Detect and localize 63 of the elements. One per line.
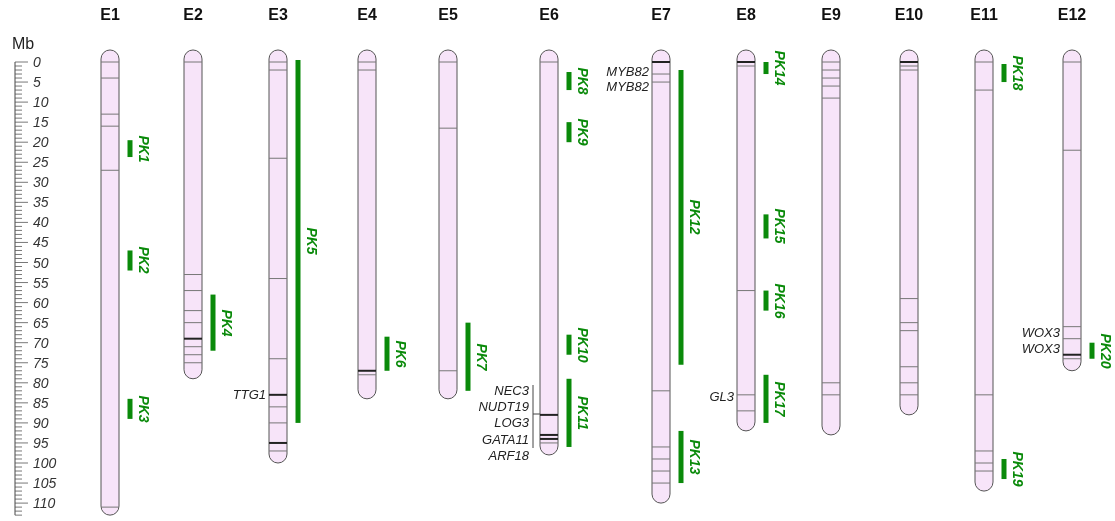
gene-label: MYB82 — [606, 80, 649, 94]
chromosome-name: E8 — [735, 6, 757, 24]
tick-label: 105 — [33, 476, 57, 491]
qtl-label: PK16 — [773, 283, 787, 319]
tick-label: 35 — [33, 195, 49, 210]
qtl-label: PK8 — [576, 67, 590, 95]
tick-label: 80 — [33, 375, 49, 390]
gene-label: WOX3 — [1021, 341, 1060, 355]
qtl-label: PK4 — [220, 309, 234, 337]
qtl-label: PK1 — [137, 135, 151, 163]
qtl-label: PK5 — [305, 227, 319, 256]
chromosome-name: E11 — [969, 6, 999, 24]
chromosome-name: E12 — [1056, 6, 1088, 24]
gene-label: TTG1 — [232, 387, 266, 401]
tick-label: 65 — [33, 315, 49, 330]
tick-label: 10 — [33, 95, 49, 110]
tick-label: 45 — [33, 235, 49, 250]
chromosome-name: E7 — [650, 6, 672, 24]
gene-label: WOX3 — [1021, 325, 1060, 339]
qtl-label: PK12 — [688, 199, 702, 235]
tick-label: 95 — [33, 435, 49, 450]
qtl-label: PK18 — [1011, 55, 1025, 91]
chromosome-name: E5 — [437, 6, 459, 24]
tick-label: 25 — [33, 155, 49, 170]
qtl-label: PK20 — [1099, 333, 1113, 369]
chromosome-name: E4 — [356, 6, 378, 24]
gene-label: ARF18 — [488, 449, 529, 462]
chromosome-name: E3 — [267, 6, 289, 24]
qtl-label: PK13 — [688, 439, 702, 475]
qtl-label: PK9 — [576, 118, 590, 146]
tick-label: 15 — [33, 115, 49, 130]
gene-label: NUDT19 — [478, 400, 529, 413]
tick-label: 20 — [33, 135, 49, 150]
chromosome-name: E10 — [893, 6, 925, 24]
chromosome-name: E2 — [182, 6, 204, 24]
axis-title: Mb — [12, 36, 35, 52]
tick-label: 85 — [33, 395, 49, 410]
tick-label: 5 — [33, 75, 41, 90]
tick-label: 30 — [33, 175, 49, 190]
qtl-label: PK15 — [773, 208, 787, 244]
tick-label: 75 — [33, 355, 49, 370]
tick-label: 90 — [33, 415, 49, 430]
gene-label: NEC3 — [494, 384, 529, 397]
qtl-label: PK6 — [394, 340, 408, 368]
qtl-label: PK2 — [137, 246, 151, 275]
tick-label: 40 — [33, 215, 49, 230]
tick-label: 110 — [33, 496, 56, 511]
chromosome-name: E1 — [99, 6, 121, 24]
tick-label: 50 — [33, 255, 49, 270]
chromosome-name: E6 — [538, 6, 560, 24]
tick-label: 55 — [33, 275, 49, 290]
tick-label: 100 — [33, 456, 57, 470]
qtl-label: PK3 — [137, 395, 151, 423]
gene-label: GL3 — [709, 389, 734, 403]
tick-label: 0 — [33, 55, 41, 69]
qtl-label: PK14 — [773, 50, 787, 86]
gene-label: GATA11 — [482, 433, 529, 446]
tick-label: 60 — [33, 295, 49, 310]
chromosome-name: E9 — [820, 6, 842, 24]
qtl-label: PK11 — [576, 395, 590, 430]
tick-label: 70 — [33, 335, 49, 350]
qtl-label: PK17 — [773, 381, 787, 417]
qtl-label: PK7 — [475, 343, 489, 371]
